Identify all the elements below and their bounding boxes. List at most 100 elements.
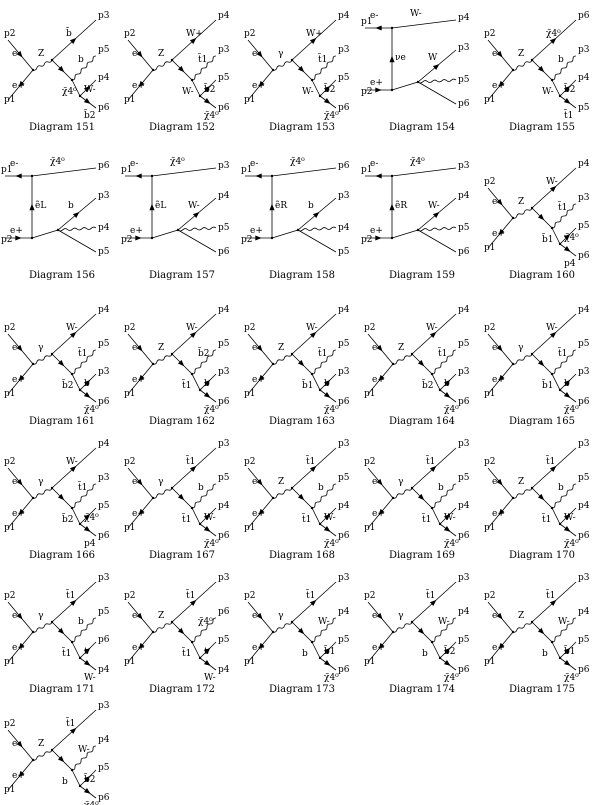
label-p4: p4 [338, 607, 350, 617]
label-p5: p5 [338, 247, 350, 257]
internal-line-2 [191, 373, 201, 391]
label-p4: p4 [338, 11, 350, 21]
label-p2: p2 [124, 591, 136, 601]
label-p4: p4 [218, 501, 230, 511]
diagram-caption: Diagram 161 [29, 416, 95, 427]
label-Z: Z [158, 49, 164, 59]
arrow-mark [429, 599, 437, 607]
label-p4: p4 [98, 665, 110, 675]
diagram-caption: Diagram 172 [149, 684, 215, 695]
boson-line [272, 59, 293, 71]
label-p1: p1 [244, 95, 256, 105]
label-chi4: χ̃4⁰ [62, 86, 77, 97]
arrow-mark [256, 478, 263, 486]
arrow-mark [83, 85, 91, 93]
label-p2: p2 [361, 87, 373, 97]
label-gamma: γ [38, 477, 43, 487]
label-p1: p1 [244, 657, 256, 667]
arrow-mark [57, 755, 65, 763]
arrow-mark [83, 513, 91, 521]
label-p1: p1 [121, 165, 133, 175]
label-e+: e+ [10, 226, 23, 236]
label-e+: e+ [492, 643, 505, 653]
arrow-mark [537, 65, 545, 73]
arrow-mark [69, 331, 77, 339]
label-e+: e+ [492, 375, 505, 385]
arrow-mark [18, 80, 25, 88]
outgoing-line-3 [57, 229, 97, 253]
arrow-mark [563, 98, 571, 104]
w-line [177, 226, 217, 232]
label-p5: p5 [338, 73, 350, 83]
label-b: b [438, 483, 444, 493]
label-p1: p1 [244, 389, 256, 399]
outgoing-line-1 [31, 167, 97, 177]
diagram-caption: Diagram 165 [509, 416, 575, 427]
label-chi4: χ̃4⁰ [444, 404, 459, 415]
w-line [551, 483, 577, 509]
label-W+: W+ [186, 29, 203, 39]
w-line [431, 483, 457, 509]
internal-line-2 [71, 507, 81, 525]
arrow-mark [83, 775, 91, 783]
label-p1: p1 [4, 785, 16, 795]
label-b: b [204, 379, 210, 389]
arrow-mark [69, 37, 77, 45]
label-b1: b̃1 [542, 378, 554, 391]
internal-line-2 [311, 79, 321, 97]
arrow-mark [136, 612, 143, 620]
label-e-: e- [12, 477, 20, 487]
diagram-caption: Diagram 155 [509, 122, 575, 133]
arrow-mark [16, 478, 23, 486]
label-t1: t̃1 [422, 512, 432, 525]
label-W-: W- [428, 201, 440, 211]
internal-line-2 [551, 641, 561, 659]
outgoing-line-3 [417, 81, 457, 105]
internal-line [31, 229, 59, 239]
arrow-mark [69, 465, 77, 473]
label-e-: e- [12, 611, 20, 621]
arrow-mark [16, 612, 23, 620]
label-b: b [564, 379, 570, 389]
label-t1: t̃1 [66, 716, 76, 729]
label-W-: W- [558, 617, 570, 627]
diagram-caption: Diagram 174 [389, 684, 455, 695]
arrow-mark [83, 788, 91, 794]
label-gamma: γ [398, 477, 403, 487]
label-p6: p6 [218, 531, 230, 541]
label-b: b [324, 379, 330, 389]
label-t1: t̃1 [66, 588, 76, 601]
label-p1: p1 [4, 657, 16, 667]
arrow-mark [135, 235, 142, 241]
label-W-: W- [66, 323, 78, 333]
label-t: t [84, 647, 88, 657]
label-gamma: γ [158, 477, 163, 487]
label-gamma: γ [398, 611, 403, 621]
label-p4: p4 [98, 439, 110, 449]
label-e-: e- [252, 477, 260, 487]
label-t1: t̃1 [318, 52, 328, 65]
label-p2: p2 [244, 323, 256, 333]
label-chi4: χ̃4⁰ [84, 512, 99, 523]
arrow-mark [18, 508, 25, 516]
label-p2: p2 [484, 323, 496, 333]
w-line [71, 349, 97, 375]
label-p5: p5 [458, 75, 470, 85]
arrow-mark [323, 85, 331, 93]
label-b: b [78, 55, 84, 65]
label-p6: p6 [578, 251, 590, 261]
label-Z: Z [38, 739, 44, 749]
label-chi4: χ̃4⁰ [324, 538, 339, 549]
label-p3: p3 [578, 573, 590, 583]
label-t1: t̃1 [302, 512, 312, 525]
arrow-mark [203, 392, 211, 398]
label-p3: p3 [458, 573, 470, 583]
w-line [71, 745, 97, 771]
label-p5: p5 [218, 223, 230, 233]
label-p1: p1 [124, 95, 136, 105]
arrow-mark [149, 203, 155, 211]
